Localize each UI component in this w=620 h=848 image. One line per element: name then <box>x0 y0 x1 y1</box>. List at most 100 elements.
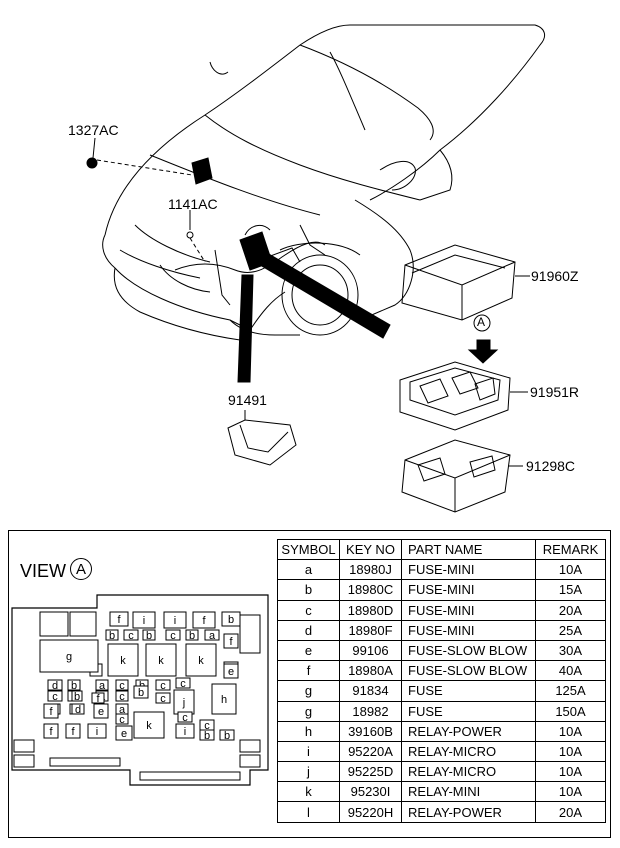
fuse-cell: b <box>221 611 241 627</box>
fuse-cell: f <box>109 611 129 627</box>
fuse-cell: e <box>223 663 239 679</box>
fuse-cell-box <box>223 633 239 649</box>
fuse-cell-label: e <box>228 666 234 678</box>
fuse-cell-label: e <box>121 728 127 740</box>
fuse-cell-box <box>133 711 165 739</box>
fuse-cell: b <box>133 685 149 699</box>
fuse-cell: e <box>115 725 133 741</box>
fuse-cell-label: k <box>120 655 126 667</box>
fuse-cell-box <box>132 611 156 629</box>
callout-91951r: 91951R <box>530 384 580 400</box>
fuse-cell: f <box>223 633 239 649</box>
part-name-cell: FUSE-SLOW BLOW <box>401 639 536 662</box>
remark-cell: 150A <box>535 700 606 722</box>
fuse-cell-box <box>115 679 129 691</box>
fuse-cell: i <box>163 611 187 629</box>
col-part-name: PART NAME <box>401 538 536 561</box>
fuse-cell-label: c <box>52 691 58 703</box>
part-name-cell: FUSE-MINI <box>401 599 536 621</box>
fuse-cell-label: i <box>184 726 186 738</box>
col-symbol: SYMBOL <box>277 538 340 561</box>
part-name-cell: RELAY-POWER <box>401 720 536 742</box>
remark-cell: 10A <box>535 720 606 742</box>
fuse-cell-box <box>67 679 81 691</box>
fuse-cell: i <box>132 611 156 629</box>
fuse-cell-label: d <box>75 704 81 716</box>
fuse-cell-box <box>93 703 109 719</box>
fuse-cell-label: b <box>189 630 195 642</box>
fuse-cell: c <box>115 690 129 703</box>
part-name-cell: FUSE-SLOW BLOW <box>401 660 536 682</box>
fuse-cell-label: c <box>182 712 188 724</box>
symbol-cell: l <box>277 801 340 823</box>
fuse-cell-box <box>192 611 216 629</box>
fuse-cell: c <box>165 629 181 642</box>
fuse-cell-box <box>175 677 191 689</box>
fuse-cell-box <box>91 692 105 704</box>
symbol-cell: i <box>277 740 340 763</box>
key-no-cell: 18980J <box>339 559 402 581</box>
fuse-cell: a <box>115 703 129 716</box>
fuse-cell-label: d <box>52 680 58 692</box>
fuse-cell-label: j <box>182 697 185 709</box>
fuse-cell-box <box>163 611 187 629</box>
key-no-cell: 18980A <box>339 660 402 682</box>
fuse-cell-box <box>87 723 107 739</box>
remark-cell: 10A <box>535 740 606 763</box>
fuse-cell-box <box>47 679 63 691</box>
fuse-box-cover <box>401 244 530 321</box>
part-name-cell: FUSE-MINI <box>401 579 536 601</box>
fuse-cell: c <box>175 677 191 690</box>
view-marker: A <box>70 558 92 580</box>
remark-cell: 10A <box>535 559 606 581</box>
symbol-cell: a <box>277 559 340 581</box>
fuse-cell: c <box>155 679 171 692</box>
fuse-cell-label: h <box>221 694 227 706</box>
fuse-cell: c <box>47 690 63 703</box>
callout-91298c: 91298C <box>526 458 576 474</box>
fuse-cell-label: a <box>99 680 106 692</box>
fuse-cell-box <box>115 690 129 702</box>
fuse-cell: a <box>204 629 220 642</box>
fuse-cell: b <box>105 629 119 642</box>
fuse-cell-box <box>185 643 217 677</box>
part-name-cell: RELAY-MICRO <box>401 740 536 763</box>
part-name-cell: FUSE <box>401 680 536 702</box>
symbol-cell: j <box>277 761 340 783</box>
fuse-cell-label: e <box>98 706 104 718</box>
view-label: VIEW <box>20 561 67 581</box>
fuse-cell-label: c <box>119 691 125 703</box>
fuse-cell: b <box>142 629 156 642</box>
callout-1327ac: 1327AC <box>68 122 119 138</box>
key-no-cell: 18980F <box>339 619 402 641</box>
fuse-cell-label: i <box>143 615 145 627</box>
fuse-cell: c <box>177 711 193 724</box>
fuse-cell-box <box>204 629 220 641</box>
symbol-cell: e <box>277 639 340 662</box>
fuse-cell: e <box>93 703 109 719</box>
fuse-cell: k <box>133 711 165 739</box>
remark-cell: 10A <box>535 781 606 803</box>
fuse-cell-label: c <box>204 720 210 732</box>
key-no-cell: 95220A <box>339 740 402 763</box>
fuse-cell-box <box>71 690 83 702</box>
fuse-cell: b <box>67 679 81 692</box>
fuse-layout-cells: fiifbbcbcbafegkkkdbcaaaccbccadbcbfeifefd… <box>39 611 241 742</box>
fuse-cell-label: b <box>74 691 80 703</box>
remark-cell: 20A <box>535 599 606 621</box>
fuse-cell: h <box>211 683 237 715</box>
fuse-cell: c <box>123 629 139 642</box>
remark-cell: 20A <box>535 801 606 823</box>
fuse-cell: c <box>115 679 129 692</box>
fuse-block <box>399 361 528 431</box>
fuse-cell: a <box>95 679 109 692</box>
col-remark: REMARK <box>535 538 606 561</box>
fuse-cell-box <box>71 703 85 715</box>
fuse-cell-box <box>185 629 199 641</box>
